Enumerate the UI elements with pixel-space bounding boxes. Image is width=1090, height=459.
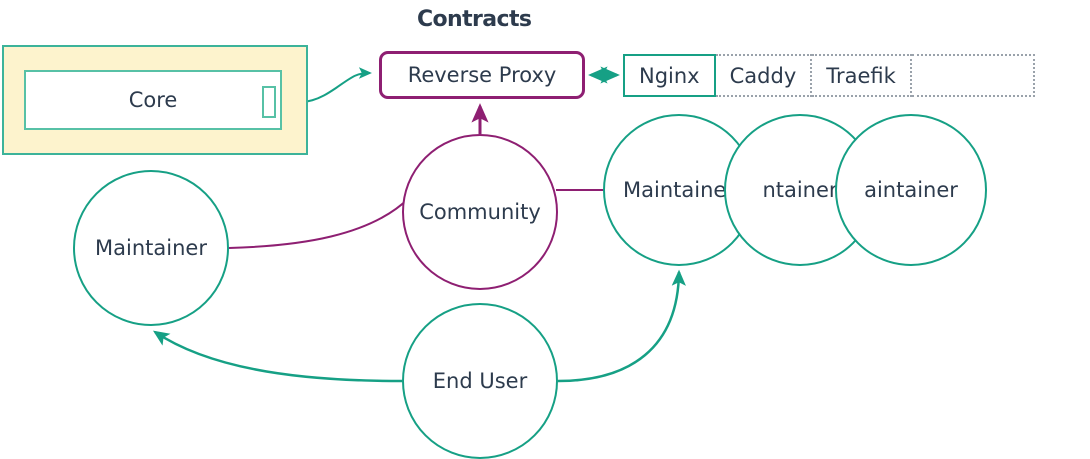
actor-maintainer-1-label: Maintainer bbox=[623, 178, 735, 202]
actor-maintainer-3[interactable]: aintainer bbox=[835, 114, 987, 266]
actor-end-user[interactable]: End User bbox=[402, 303, 558, 459]
edge-end-user-to-maintainer-1 bbox=[557, 269, 686, 383]
actor-maintainer-left-label: Maintainer bbox=[95, 236, 207, 260]
reverse-proxy-node[interactable]: Reverse Proxy bbox=[379, 51, 585, 99]
core-node-label: Core bbox=[128, 88, 178, 112]
edge-community-to-maintainer-left bbox=[228, 197, 410, 249]
core-output-port[interactable] bbox=[262, 86, 276, 118]
actor-maintainer-2-label: ntainer bbox=[762, 178, 838, 202]
option-label-nginx: Nginx bbox=[639, 63, 700, 88]
edge-end-user-to-maintainer-left bbox=[152, 330, 403, 383]
reverse-proxy-label: Reverse Proxy bbox=[407, 63, 557, 87]
option-label-caddy: Caddy bbox=[729, 63, 797, 88]
proxy-options-table: Nginx Caddy Traefik bbox=[623, 54, 1035, 97]
actor-maintainer-3-label: aintainer bbox=[864, 178, 958, 202]
option-cell-caddy[interactable]: Caddy bbox=[715, 54, 813, 97]
actor-community[interactable]: Community bbox=[402, 134, 558, 290]
page-title: Contracts bbox=[417, 7, 532, 32]
option-cell-nginx[interactable]: Nginx bbox=[623, 54, 716, 97]
actor-maintainer-left[interactable]: Maintainer bbox=[73, 170, 229, 326]
option-label-traefik: Traefik bbox=[826, 63, 896, 88]
actor-end-user-label: End User bbox=[432, 369, 528, 393]
actor-community-label: Community bbox=[419, 200, 541, 224]
option-cell-empty[interactable] bbox=[911, 54, 1035, 97]
core-node[interactable]: Core bbox=[24, 70, 282, 130]
option-cell-traefik[interactable]: Traefik bbox=[812, 54, 912, 97]
